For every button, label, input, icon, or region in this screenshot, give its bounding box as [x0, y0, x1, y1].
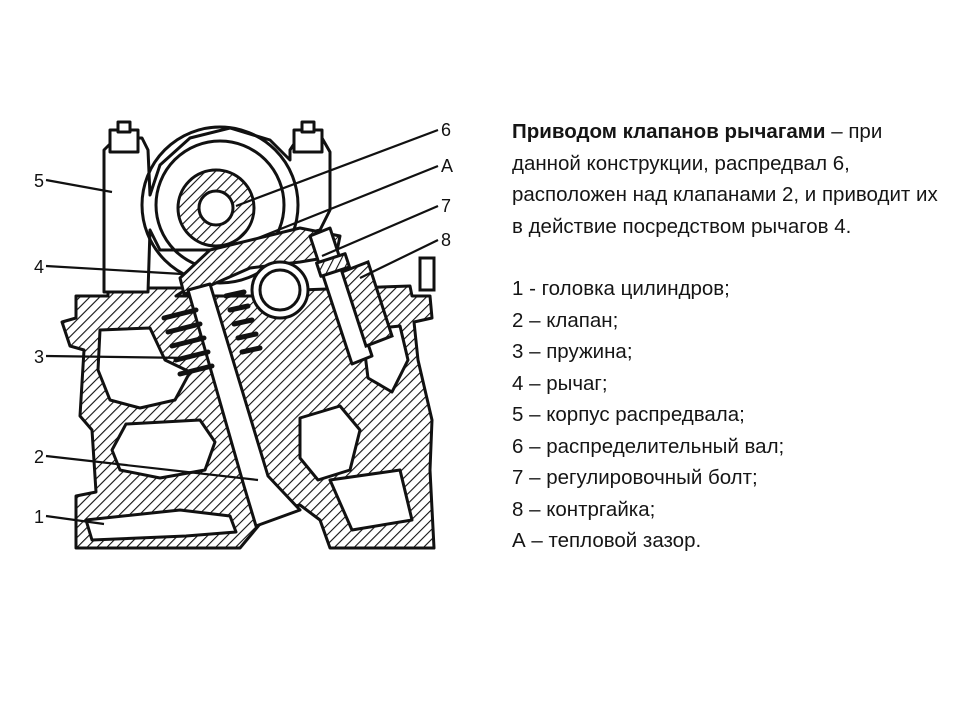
legend-item-7: 7 – регулировочный болт; — [512, 466, 758, 489]
intro-paragraph: Приводом клапанов рычагами – при данной … — [512, 116, 942, 242]
camshaft — [176, 168, 256, 248]
intro-rest: – при данной конструкции, распредвал 6, … — [512, 120, 938, 238]
adjusting-bolt — [308, 226, 374, 366]
legend-item-8: 8 – контргайка; — [512, 497, 656, 521]
leader-4 — [45, 264, 183, 276]
locknut — [340, 260, 394, 348]
leader-7 — [321, 204, 439, 258]
leader-2 — [45, 454, 259, 482]
legend-list: 1 - головка цилиндров; 2 – клапан; 3 – п… — [512, 273, 942, 557]
callout-3: 3 — [34, 347, 44, 367]
leader-6 — [235, 128, 439, 208]
legend-item-A: А – тепловой зазор. — [512, 529, 702, 552]
leader-A — [257, 164, 439, 240]
callout-6: 6 — [441, 120, 451, 140]
leader-5 — [45, 178, 113, 194]
legend-item-6: 6 – распределительный вал; — [512, 434, 785, 458]
callout-2: 2 — [34, 447, 44, 467]
legend-item-4: 4 – рычаг; — [512, 371, 608, 395]
callout-5: 5 — [34, 171, 44, 191]
stud — [418, 256, 436, 292]
valve — [186, 282, 302, 528]
callout-1: 1 — [34, 507, 44, 527]
leader-3 — [45, 354, 191, 360]
legend-item-5: 5 – корпус распредвала; — [512, 403, 745, 426]
intro-bold: Приводом клапанов рычагами — [512, 120, 826, 143]
legend-item-3: 3 – пружина; — [512, 340, 633, 363]
leader-1 — [45, 514, 105, 526]
callout-leaders — [45, 128, 439, 526]
valve-drive-diagram: 5 4 3 2 1 6 А 7 8 — [34, 120, 453, 550]
description-panel: Приводом клапанов рычагами – при данной … — [512, 116, 942, 557]
leader-8 — [359, 239, 439, 279]
callout-4: 4 — [34, 257, 44, 277]
legend-item-2: 2 – клапан; — [512, 308, 619, 332]
rocker-shaft — [250, 260, 310, 320]
callout-7: 7 — [441, 196, 451, 216]
callout-8: 8 — [441, 230, 451, 250]
legend-item-1: 1 - головка цилиндров; — [512, 277, 730, 300]
callout-A: А — [441, 156, 453, 176]
